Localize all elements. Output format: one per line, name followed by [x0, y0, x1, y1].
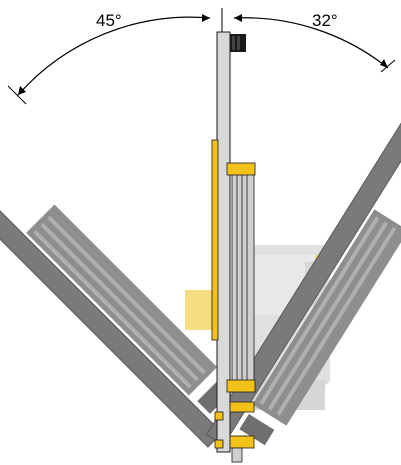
mast-tilted-left: [0, 149, 232, 448]
right-arc-arrowhead-top: [234, 14, 242, 22]
right-arc-arrowhead-bottom: [380, 59, 388, 68]
left-arc-arrowhead-bottom: [18, 86, 26, 95]
mast-vertical-front: [211, 31, 256, 463]
top-sheave-icon: [230, 34, 246, 52]
right-angle-arc: [233, 17, 389, 69]
left-angle-label: 45°: [96, 11, 122, 30]
left-angle-arc: [17, 16, 211, 96]
rod-holder-top: [226, 162, 256, 176]
left-arc-end-tick: [7, 85, 27, 105]
centralizer-block: [229, 435, 255, 449]
right-angle-label: 32°: [312, 11, 338, 30]
right-arc-end-tick: [380, 59, 396, 73]
left-arc-arrowhead-top: [202, 14, 210, 22]
mast-tilted-right: [205, 94, 401, 446]
rod-holder-bottom: [226, 379, 256, 393]
drifter-block: [229, 401, 255, 413]
